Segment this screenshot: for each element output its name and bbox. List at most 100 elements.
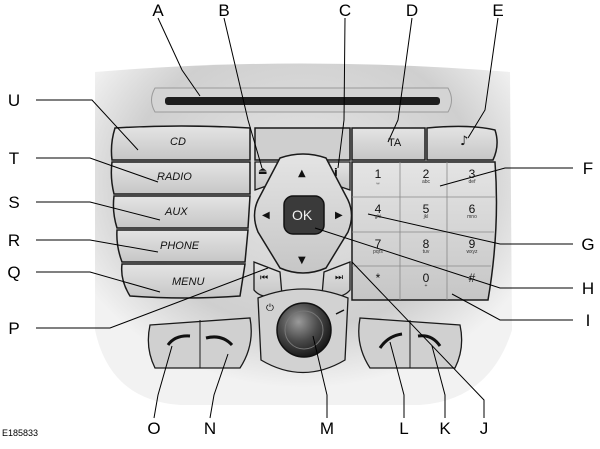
keypad-key-letters: ghi — [374, 214, 382, 220]
callout-q: Q — [7, 263, 21, 282]
leader-j — [351, 261, 485, 418]
ta-button-shape — [351, 127, 426, 161]
leader-q — [36, 271, 161, 293]
phone-hangup-icon-right — [205, 335, 234, 347]
callout-u: U — [7, 91, 21, 110]
keypad-key-number: 8 — [422, 237, 430, 251]
arrow-right-icon[interactable]: ▶ — [335, 210, 343, 221]
callout-c: C — [338, 1, 352, 20]
ok-button-shape — [283, 195, 325, 235]
leader-lines — [36, 17, 573, 419]
radio-button-shape — [110, 161, 251, 195]
keypad-key-number: 9 — [468, 237, 476, 251]
leader-u — [36, 99, 139, 151]
callout-f: F — [582, 159, 594, 178]
cd-button[interactable]: CD — [170, 136, 186, 148]
keypad-key-number: 4 — [374, 202, 382, 216]
callout-i: I — [585, 311, 591, 330]
keypad-key-letters: mno — [467, 214, 477, 220]
leader-f — [439, 167, 573, 187]
keypad-key-number: 6 — [468, 202, 476, 216]
arrow-up-icon[interactable]: ▲ — [298, 168, 306, 179]
keypad-block — [351, 161, 498, 301]
menu-button[interactable]: MENU — [172, 276, 205, 288]
leader-s — [36, 201, 161, 221]
keypad-key-letters: + — [424, 283, 428, 289]
keypad-key-number: * — [375, 271, 381, 285]
leader-g — [367, 213, 573, 245]
info-icon[interactable]: i — [334, 166, 338, 179]
leader-h — [314, 227, 573, 289]
keypad-key-number: 7 — [374, 237, 382, 251]
callout-p: P — [8, 319, 20, 338]
keypad-key-letters: def — [468, 179, 476, 185]
seek-back-icon[interactable]: ⏮ — [260, 273, 269, 283]
callout-j: J — [479, 419, 489, 438]
leader-m — [312, 335, 328, 418]
radio-button[interactable]: RADIO — [157, 171, 192, 183]
callout-r: R — [7, 231, 21, 250]
callout-g: G — [581, 235, 595, 254]
phone-hangup-icon-left — [166, 334, 191, 346]
arrow-down-icon[interactable]: ▼ — [298, 255, 306, 266]
callout-o: O — [147, 419, 161, 438]
eject-icon[interactable]: ⏏ — [258, 166, 268, 177]
leader-n — [209, 353, 229, 419]
leader-p — [36, 267, 269, 329]
callout-b: B — [218, 1, 230, 20]
keypad-key-1[interactable]: 1␣ — [368, 168, 388, 185]
keypad-key-11[interactable]: 0+ — [416, 272, 436, 289]
keypad-key-number: # — [468, 271, 476, 285]
keypad-key-number: 1 — [374, 167, 382, 181]
keypad-key-letters: wxyz — [466, 249, 478, 255]
keypad-key-12[interactable]: # — [462, 272, 482, 284]
leader-o — [153, 345, 173, 419]
callout-m: M — [319, 419, 335, 438]
keypad-key-10[interactable]: * — [368, 272, 388, 284]
callout-a: A — [152, 1, 164, 20]
leader-k — [431, 345, 446, 418]
phone-answer-icon-left — [378, 332, 403, 349]
leader-b — [223, 17, 263, 169]
left-button-column — [110, 125, 251, 299]
seek-forward-icon[interactable]: ⏭ — [335, 273, 344, 283]
keypad-key-number: 0 — [422, 271, 430, 285]
keypad-key-number: 5 — [422, 202, 430, 216]
phone-button[interactable]: PHONE — [160, 240, 200, 252]
power-icon[interactable]: ⏻ — [266, 303, 274, 314]
aux-button[interactable]: AUX — [165, 206, 188, 218]
callout-h: H — [581, 279, 595, 298]
keypad-key-letters: tuv — [422, 249, 430, 255]
leader-t — [36, 157, 159, 183]
leader-l — [389, 341, 405, 418]
keypad-key-letters: pqrs — [373, 249, 383, 255]
top-strip-middle — [254, 127, 351, 161]
music-note-icon[interactable]: ♪ — [460, 134, 469, 149]
aux-button-shape — [112, 195, 251, 229]
keypad-key-letters: jkl — [423, 214, 429, 220]
keypad-key-letters: abc — [421, 179, 431, 185]
callout-s: S — [8, 193, 20, 212]
callout-k: K — [439, 419, 451, 438]
callout-d: D — [405, 1, 419, 20]
cd-slot — [165, 97, 440, 105]
phone-button-shape — [116, 229, 249, 263]
ta-button[interactable]: TA — [388, 137, 402, 149]
keypad-key-letters: ␣ — [376, 179, 380, 185]
leader-d — [387, 17, 413, 143]
leader-r — [36, 239, 159, 253]
keypad-key-number: 2 — [422, 167, 430, 181]
arrow-left-icon[interactable]: ◀ — [262, 210, 270, 221]
ok-button[interactable]: OK — [292, 207, 313, 223]
callout-l: L — [399, 419, 409, 438]
callout-n: N — [203, 419, 217, 438]
